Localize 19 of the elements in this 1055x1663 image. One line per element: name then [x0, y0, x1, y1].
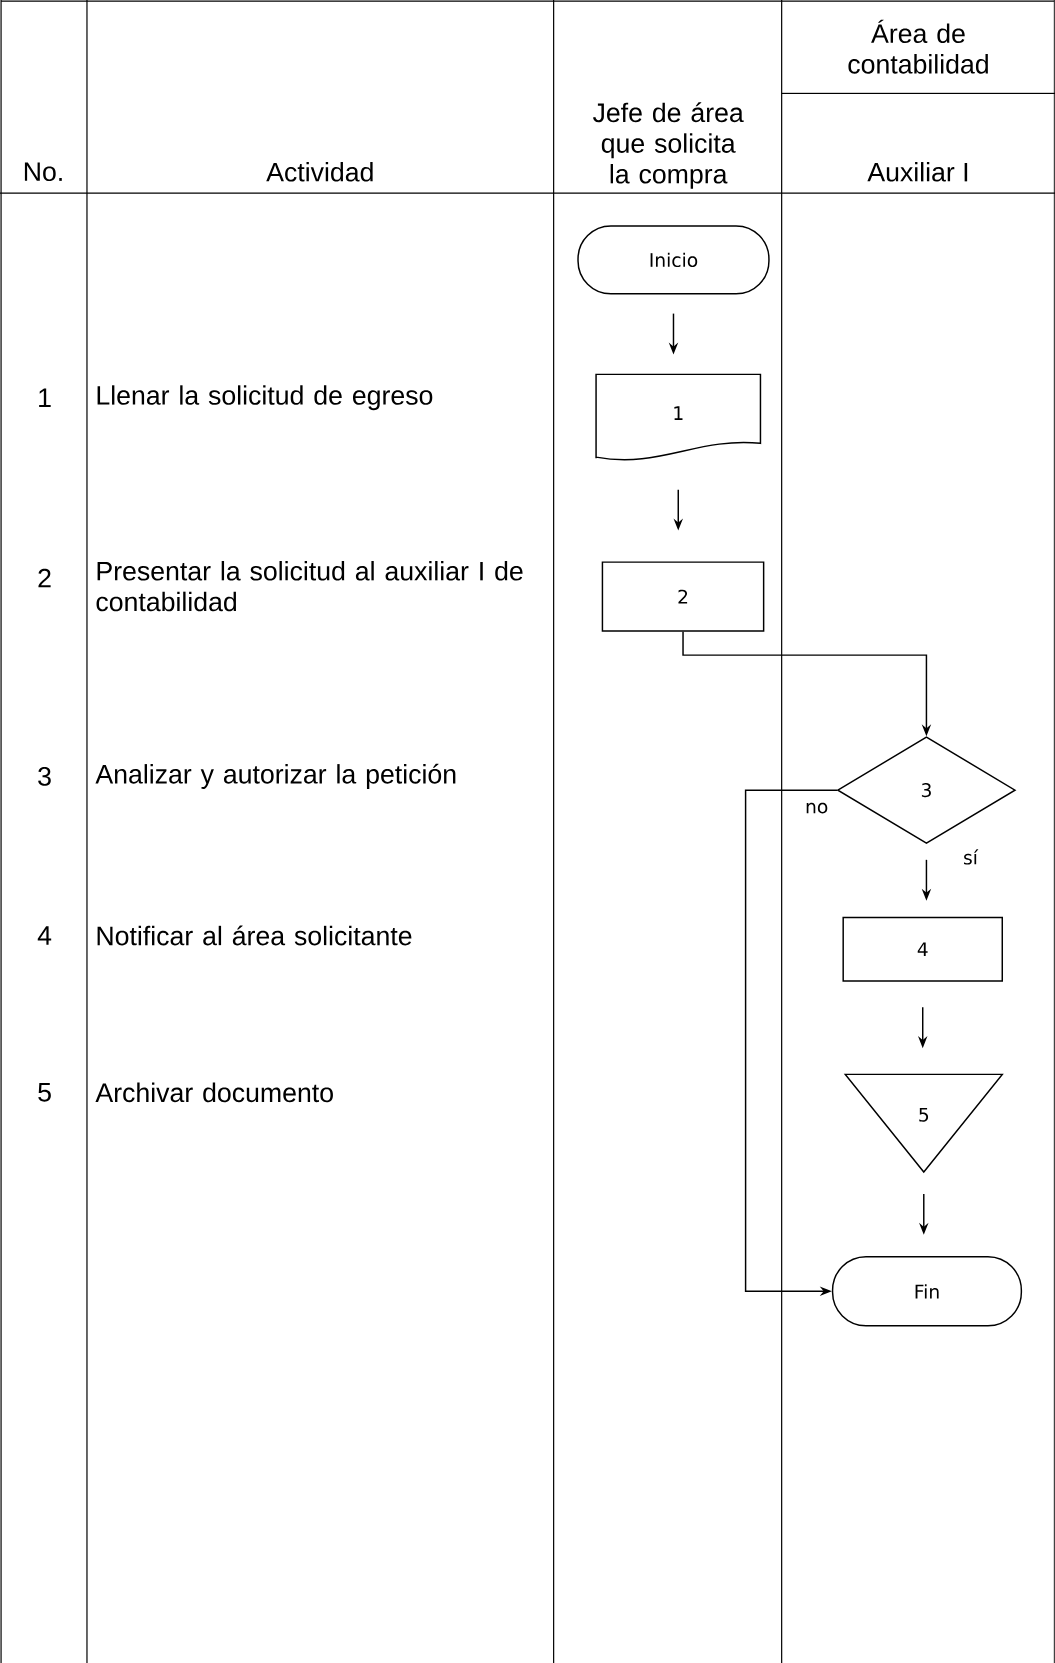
step-number: 3 — [38, 766, 51, 786]
activity-text: Llenar la solicitud de egreso — [97, 385, 433, 411]
edge-label: sí — [961, 848, 980, 866]
header-cell: Auxiliar I — [867, 162, 967, 182]
step-number: 2 — [38, 568, 51, 588]
activity-text: Analizar y autorizar la petición — [95, 763, 456, 789]
process-box: 2 — [601, 561, 765, 632]
step-number: 1 — [39, 388, 51, 407]
header-cell: Jefe de área que solicita la compra — [592, 102, 744, 189]
header-cell: Actividad — [266, 162, 373, 182]
activity-text: Presentar la solicitud al auxiliar I de contabilidad — [96, 561, 523, 612]
process-box: 4 — [842, 916, 1003, 982]
edge-label: no — [803, 801, 830, 815]
activity-text: Archivar documento — [95, 1082, 333, 1103]
activity-text: Notificar al área solicitante — [97, 925, 412, 946]
header-cell: Área de contabilidad — [848, 19, 988, 74]
header-cell: No. — [24, 162, 62, 182]
step-number: 5 — [38, 1083, 51, 1102]
step-number: 4 — [37, 926, 52, 945]
